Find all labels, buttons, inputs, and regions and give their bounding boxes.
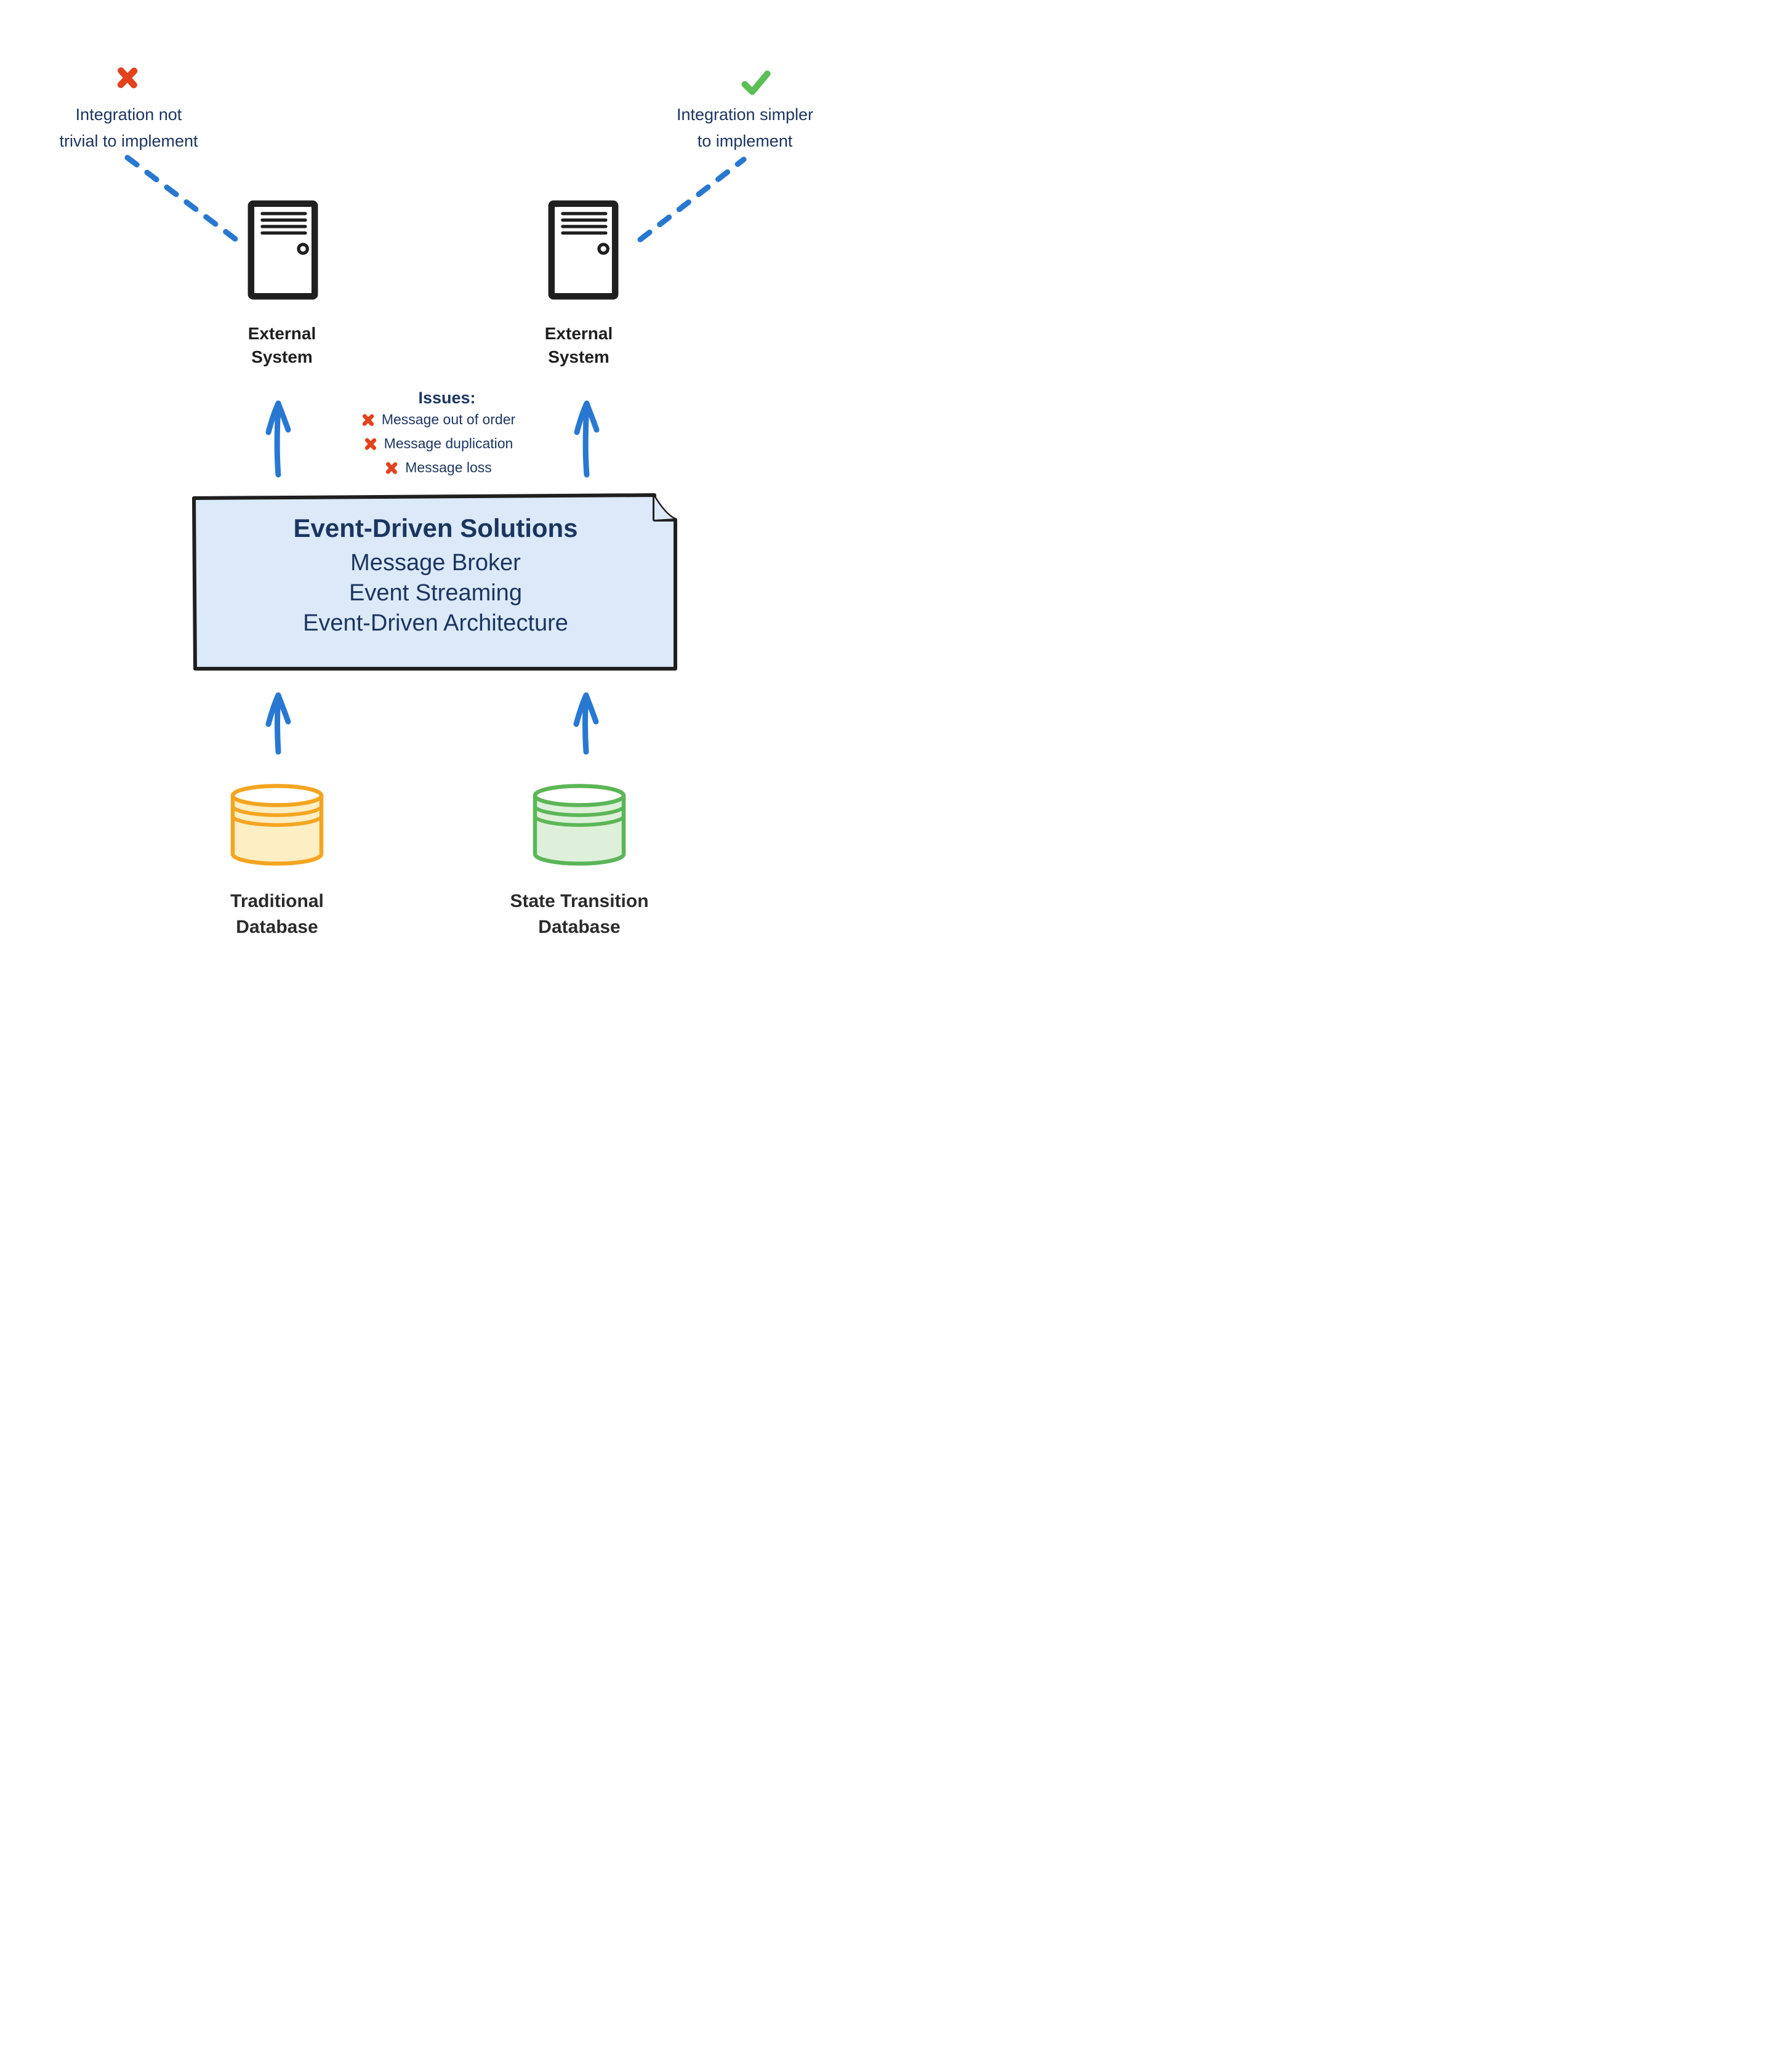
annotation-left-line1: Integration not	[75, 105, 182, 124]
dashed-connector-left	[124, 155, 241, 244]
issues-list: Message out of order Message duplication…	[284, 408, 592, 480]
solution-note-title: Event-Driven Solutions	[293, 514, 578, 542]
issues-heading: Issues:	[418, 389, 476, 407]
solution-note-line: Message Broker	[350, 550, 521, 576]
issue-text: Message duplication	[384, 435, 513, 451]
annotation-right: Integration simpler to implement	[634, 102, 856, 155]
external-system-left-line1: External	[247, 324, 316, 343]
traditional-database-label: Traditional Database	[166, 889, 388, 940]
annotation-left-line2: trivial to implement	[59, 132, 198, 150]
red-x-icon	[117, 67, 138, 89]
issue-text: Message out of order	[381, 411, 516, 427]
server-icon-right	[548, 200, 619, 300]
red-x-icon	[362, 414, 374, 426]
red-x-icon	[364, 438, 376, 450]
up-arrow-bottom-left	[265, 692, 291, 755]
issue-row: Message loss	[284, 456, 592, 480]
database-icon-state-transition	[533, 784, 626, 866]
connector-overlay	[124, 155, 747, 755]
external-system-label-left: External System	[171, 322, 393, 369]
external-system-label-right: External System	[468, 322, 690, 369]
up-arrow-top-right	[574, 400, 600, 478]
external-system-left-line2: System	[251, 347, 313, 366]
annotation-right-line2: to implement	[697, 132, 793, 150]
issue-row: Message duplication	[284, 432, 592, 456]
up-arrow-bottom-right	[573, 692, 599, 755]
state-transition-database-label: State Transition Database	[469, 889, 690, 940]
traditional-database-line2: Database	[236, 917, 318, 937]
event-driven-diagram: Integration not trivial to implement Int…	[0, 0, 889, 1036]
annotation-left: Integration not trivial to implement	[18, 102, 239, 155]
state-transition-database-line2: Database	[538, 917, 621, 937]
solution-note-shape	[192, 493, 677, 671]
solution-note-line: Event-Driven Architecture	[303, 610, 568, 636]
issue-text: Message loss	[405, 459, 492, 475]
folded-corner	[654, 496, 675, 520]
external-system-right-line2: System	[548, 347, 609, 366]
solution-note-line: Event Streaming	[349, 580, 522, 606]
external-system-right-line1: External	[544, 324, 613, 343]
dashed-connector-right	[637, 156, 747, 243]
database-icon-traditional	[230, 784, 324, 866]
green-check-icon	[741, 70, 771, 95]
red-x-icon	[385, 462, 398, 474]
up-arrow-top-left	[265, 400, 291, 478]
state-transition-database-line1: State Transition	[510, 891, 649, 911]
traditional-database-line1: Traditional	[230, 891, 324, 911]
issue-row: Message out of order	[284, 408, 592, 432]
annotation-right-line1: Integration simpler	[676, 105, 814, 124]
solution-note: Event-Driven Solutions Message Broker Ev…	[191, 493, 680, 693]
server-icon-left	[247, 200, 318, 300]
